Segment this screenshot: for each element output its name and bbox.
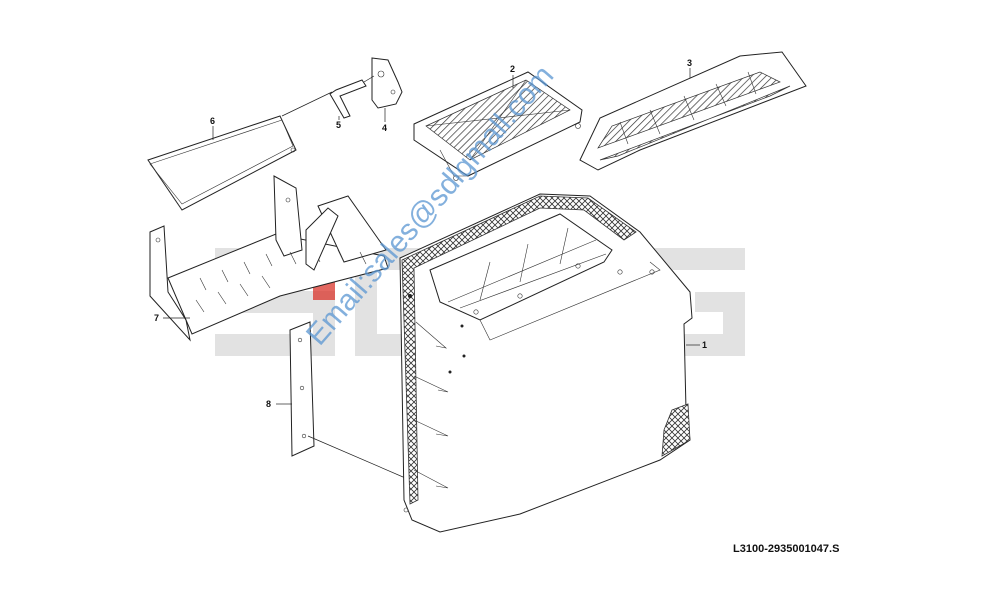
- callout-4: 4: [382, 123, 387, 133]
- part-7-carrier-frame: [149, 175, 389, 342]
- callout-3: 3: [687, 58, 692, 68]
- part-8-side-strip: [289, 321, 411, 481]
- part-4-bracket: [371, 57, 403, 109]
- part-2-filter-frame: [413, 71, 583, 181]
- part-1-main-housing: [399, 193, 693, 533]
- callout-7: 7: [154, 313, 159, 323]
- callout-6: 6: [210, 116, 215, 126]
- callout-leaders: [163, 68, 700, 405]
- callout-8: 8: [266, 399, 271, 409]
- callout-1: 1: [702, 340, 707, 350]
- callout-labels: 1 2 3 4 5 6 7 8: [154, 58, 707, 409]
- callout-2: 2: [510, 64, 515, 74]
- part-3-grille-panel: [579, 51, 807, 171]
- callout-5: 5: [336, 120, 341, 130]
- part-6-cover-plate: [147, 115, 297, 211]
- drawing-code: L3100-2935001047.S: [733, 543, 840, 555]
- part-5-rod: [281, 75, 375, 119]
